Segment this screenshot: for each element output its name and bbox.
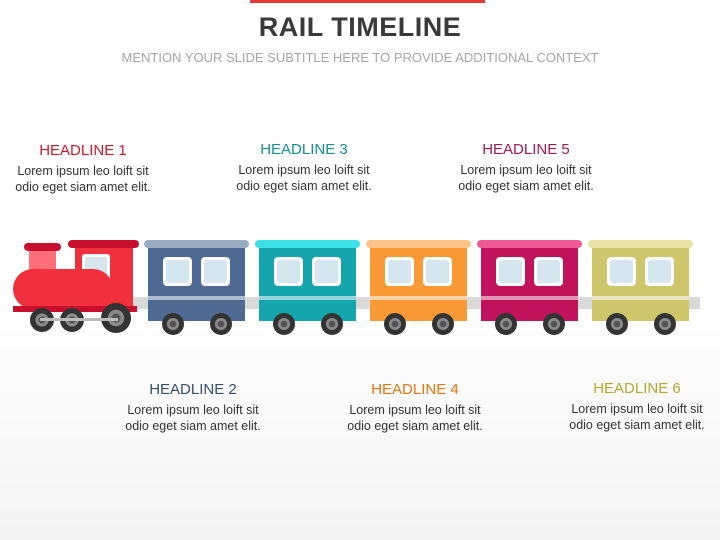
slide-title: RAIL TIMELINE [258, 12, 462, 42]
wagon-1-wheel-2-hub [217, 320, 225, 328]
wagon-3-body [370, 248, 467, 321]
wagon-4-wheel-1-hub [502, 320, 510, 328]
wagon-2-window-1 [277, 260, 300, 283]
description-3: Lorem ipsum leo loift sit odio eget siam… [214, 162, 394, 194]
wagon-4-roof [477, 240, 582, 248]
description-2-line-1: Lorem ipsum leo loift sit [127, 403, 259, 417]
description-3-line-1: Lorem ipsum leo loift sit [238, 163, 370, 177]
title-accent-bar [250, 0, 485, 3]
wagon-5-body [592, 248, 689, 321]
description-2-line-2: odio eget siam amet elit. [125, 419, 261, 433]
wagon-3-roof [366, 240, 471, 248]
wagon-4-body [481, 248, 578, 321]
milestone-label-4: HEADLINE 4 Lorem ipsum leo loift sit odi… [325, 381, 505, 434]
wagon-2-wheel-1-hub [280, 320, 288, 328]
wagon-1-roof [144, 240, 249, 248]
description-4-line-2: odio eget siam amet elit. [347, 419, 483, 433]
description-6-line-2: odio eget siam amet elit. [569, 418, 705, 432]
milestone-label-2: HEADLINE 2 Lorem ipsum leo loift sit odi… [103, 381, 283, 434]
description-6: Lorem ipsum leo loift sit odio eget siam… [547, 401, 720, 433]
description-4: Lorem ipsum leo loift sit odio eget siam… [325, 402, 505, 434]
wagon-4-stripe [481, 296, 578, 300]
wagon-4-wheel-2-hub [550, 320, 558, 328]
engine-chimney-cap [24, 243, 61, 251]
milestone-label-5: HEADLINE 5 Lorem ipsum leo loift sit odi… [436, 141, 616, 194]
wagon-1-window-1 [166, 260, 189, 283]
description-1: Lorem ipsum leo loift sit odio eget siam… [0, 163, 173, 195]
milestone-label-3: HEADLINE 3 Lorem ipsum leo loift sit odi… [214, 141, 394, 194]
wagon-4-window-1 [499, 260, 522, 283]
wagon-4-window-2 [537, 260, 560, 283]
wagon-5-stripe [592, 296, 689, 300]
description-1-line-1: Lorem ipsum leo loift sit [17, 164, 149, 178]
wagon-3-window-2 [426, 260, 449, 283]
engine-coupling-rod [40, 318, 118, 321]
wagon-2-wheel-2-hub [328, 320, 336, 328]
wagon-1-body [148, 248, 245, 321]
wagon-5-window-1 [610, 260, 633, 283]
wagon-3-stripe [370, 296, 467, 300]
wagon-5-roof [588, 240, 693, 248]
engine-boiler [13, 269, 113, 309]
slide-subtitle: MENTION YOUR SLIDE SUBTITLE HERE TO PROV… [121, 50, 599, 65]
engine-cab-roof [68, 240, 139, 248]
description-5: Lorem ipsum leo loift sit odio eget siam… [436, 162, 616, 194]
headline-5: HEADLINE 5 [482, 141, 570, 158]
wagon-3-wheel-1-hub [391, 320, 399, 328]
wagon-2-window-2 [315, 260, 338, 283]
description-5-line-2: odio eget siam amet elit. [458, 179, 594, 193]
headline-2: HEADLINE 2 [149, 381, 237, 398]
wagon-5-wheel-1-hub [613, 320, 621, 328]
engine-chimney [29, 251, 56, 271]
wagon-1-window-2 [204, 260, 227, 283]
description-5-line-1: Lorem ipsum leo loift sit [460, 163, 592, 177]
wagon-3-window-1 [388, 260, 411, 283]
wagon-1-wheel-1-hub [169, 320, 177, 328]
headline-3: HEADLINE 3 [260, 141, 348, 158]
wagon-5-window-2 [648, 260, 671, 283]
description-2: Lorem ipsum leo loift sit odio eget siam… [103, 402, 283, 434]
headline-4: HEADLINE 4 [371, 381, 459, 398]
headline-6: HEADLINE 6 [593, 380, 681, 397]
headline-1: HEADLINE 1 [39, 142, 127, 159]
wagon-2-roof [255, 240, 360, 248]
description-6-line-1: Lorem ipsum leo loift sit [571, 402, 703, 416]
wagon-1-stripe [148, 296, 245, 300]
wagon-2-stripe [259, 296, 356, 300]
milestone-label-1: HEADLINE 1 Lorem ipsum leo loift sit odi… [0, 142, 173, 195]
description-4-line-1: Lorem ipsum leo loift sit [349, 403, 481, 417]
wagon-2-body [259, 248, 356, 321]
description-3-line-2: odio eget siam amet elit. [236, 179, 372, 193]
milestone-label-6: HEADLINE 6 Lorem ipsum leo loift sit odi… [547, 380, 720, 433]
description-1-line-2: odio eget siam amet elit. [15, 180, 151, 194]
wagon-3-wheel-2-hub [439, 320, 447, 328]
wagon-5-wheel-2-hub [661, 320, 669, 328]
